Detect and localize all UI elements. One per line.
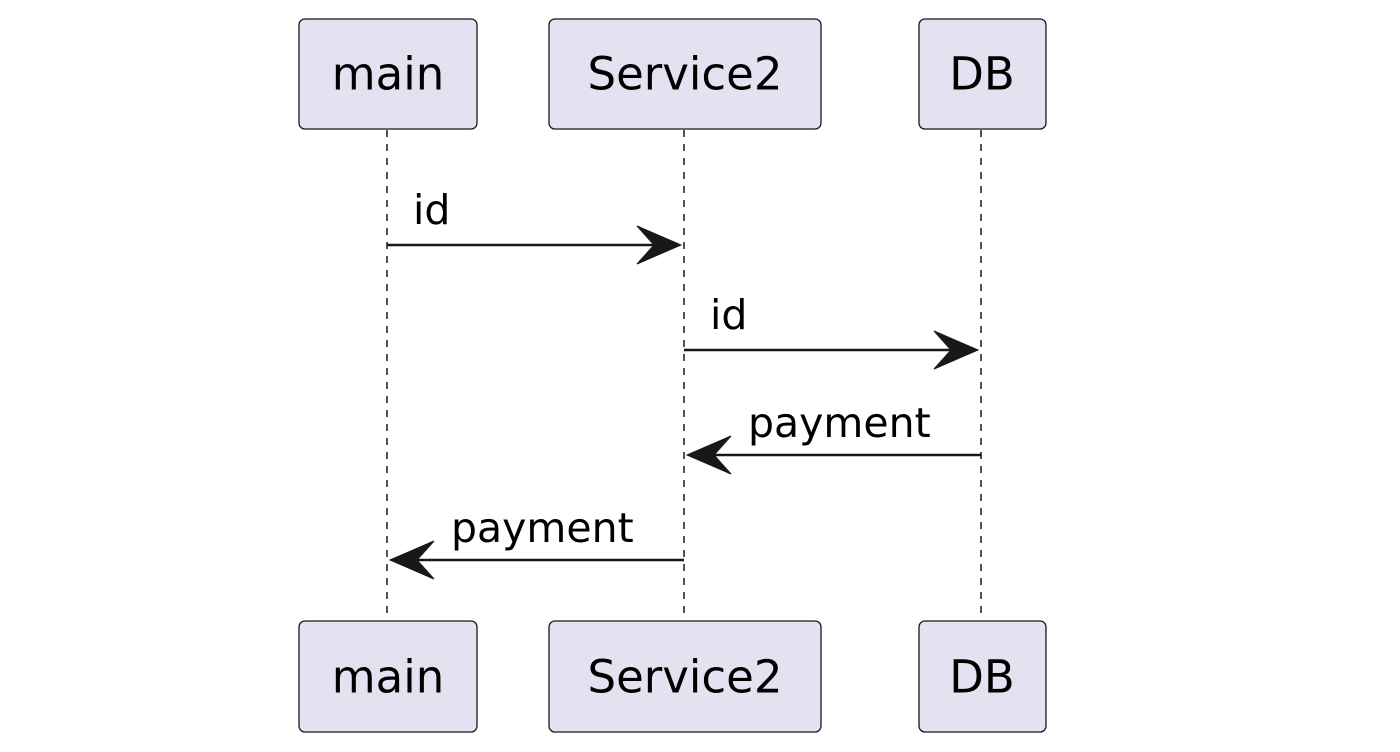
participant-db-bottom: DB [918,620,1047,733]
message-3-label: payment [748,399,931,447]
participant-main-label: main [332,651,444,704]
participant-service2-top: Service2 [548,18,822,130]
message-2-label: id [710,291,747,339]
message-1-label: id [413,186,450,234]
participant-db-label: DB [949,651,1015,704]
arrowhead-left-icon [388,540,435,580]
participant-main-bottom: main [298,620,478,733]
participant-main-label: main [332,48,444,101]
participant-db-label: DB [949,48,1015,101]
participant-db-top: DB [918,18,1047,130]
participant-service2-label: Service2 [588,48,783,101]
message-2: id [684,291,980,370]
participant-service2-label: Service2 [588,651,783,704]
participant-main-top: main [298,18,478,130]
participant-service2-bottom: Service2 [548,620,822,733]
message-3: payment [685,399,981,475]
message-4: payment [388,504,684,580]
message-1: id [387,186,683,265]
arrowhead-left-icon [685,435,732,475]
message-4-label: payment [451,504,634,552]
arrowhead-right-icon [933,330,980,370]
arrowhead-right-icon [636,225,683,265]
